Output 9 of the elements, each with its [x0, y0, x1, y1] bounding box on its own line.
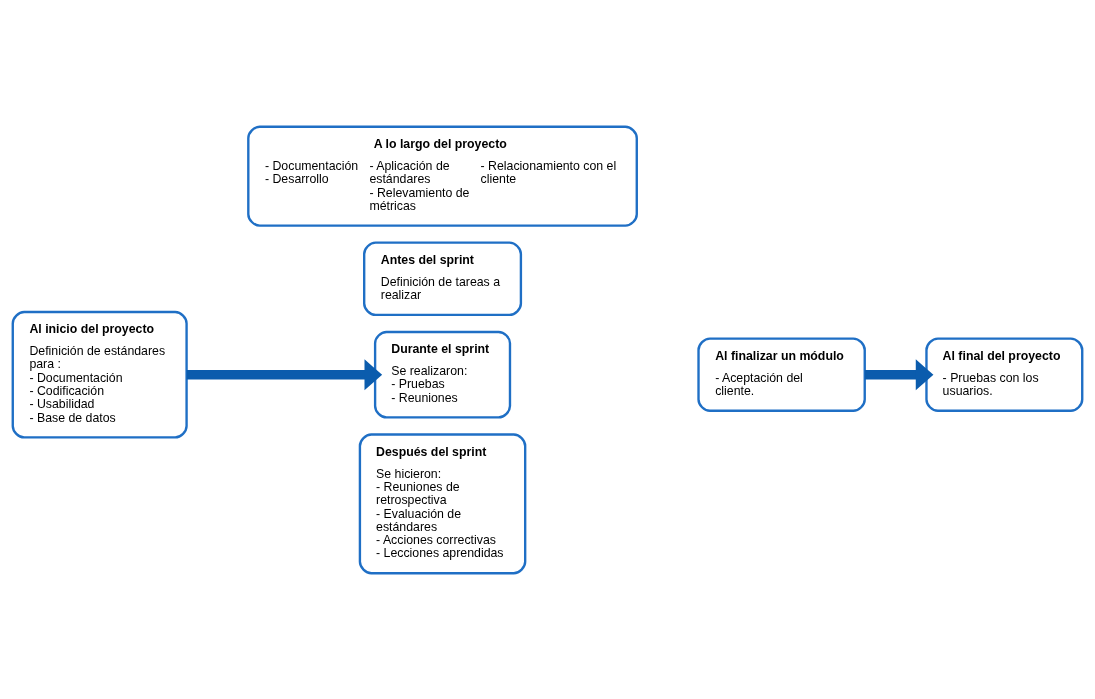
- node-box: Después del sprint Se hicieron: - Reuniones de retrospectiva - Evaluación de estándares - Acciones correctivas - Lecciones aprendidas: [358, 432, 527, 574]
- node-box: Al inicio del proyecto Definición de estándares para : - Documentación - Codificación - Usabilidad - Base de datos: [11, 310, 188, 439]
- node-box: Al final del proyecto - Pruebas con los usuarios.: [925, 336, 1084, 412]
- node-box: A lo largo del proyecto - Documentación - Desarrollo - Aplicación de estándares - Relevamiento de métricas - Relacionamiento con el cliente: [247, 125, 638, 227]
- node-box: Durante el sprint Se realizaron: - Pruebas - Reuniones: [373, 330, 512, 419]
- arrow: [186, 358, 383, 390]
- node-box: Al finalizar un módulo - Aceptación del cliente.: [697, 336, 866, 412]
- node-box: Antes del sprint Definición de tareas a realizar: [363, 241, 523, 316]
- arrow: [864, 358, 934, 390]
